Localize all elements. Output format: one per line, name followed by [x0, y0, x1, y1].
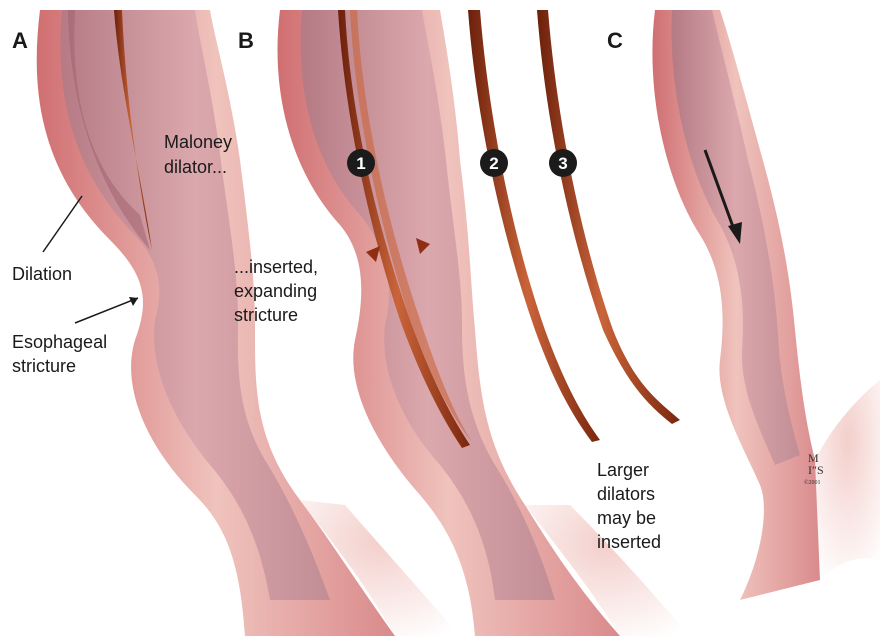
- badge-number-2: 2: [489, 154, 498, 173]
- label-larger-line1: Larger: [597, 460, 649, 480]
- label-maloney-line1: Maloney: [164, 132, 232, 152]
- label-larger-line2: dilators: [597, 484, 655, 504]
- stomach-c: [815, 380, 880, 580]
- badge-dilator-3: 3: [549, 149, 577, 177]
- label-inserted-line3: stricture: [234, 305, 298, 325]
- label-larger-line4: inserted: [597, 532, 661, 552]
- label-inserted-line1: ...inserted,: [234, 257, 318, 277]
- pointer-dilation: [43, 196, 82, 252]
- label-stricture-line1: Esophageal: [12, 332, 107, 352]
- badge-dilator-1: 1: [347, 149, 375, 177]
- badge-dilator-2: 2: [480, 149, 508, 177]
- panel-c-esophagus: [652, 10, 880, 600]
- dilator-series: [468, 10, 680, 442]
- panel-label-c: C: [607, 28, 623, 53]
- signature-year: ©2001: [804, 479, 821, 486]
- badge-number-1: 1: [356, 154, 365, 173]
- signature-bottom: I″S: [808, 463, 824, 477]
- label-stricture-line2: stricture: [12, 356, 76, 376]
- label-dilation: Dilation: [12, 264, 72, 284]
- label-maloney-line2: dilator...: [164, 157, 227, 177]
- panel-label-a: A: [12, 28, 28, 53]
- panel-label-b: B: [238, 28, 254, 53]
- pointer-stricture: [75, 298, 138, 323]
- label-larger-line3: may be: [597, 508, 656, 528]
- badge-number-3: 3: [558, 154, 567, 173]
- label-inserted-line2: expanding: [234, 281, 317, 301]
